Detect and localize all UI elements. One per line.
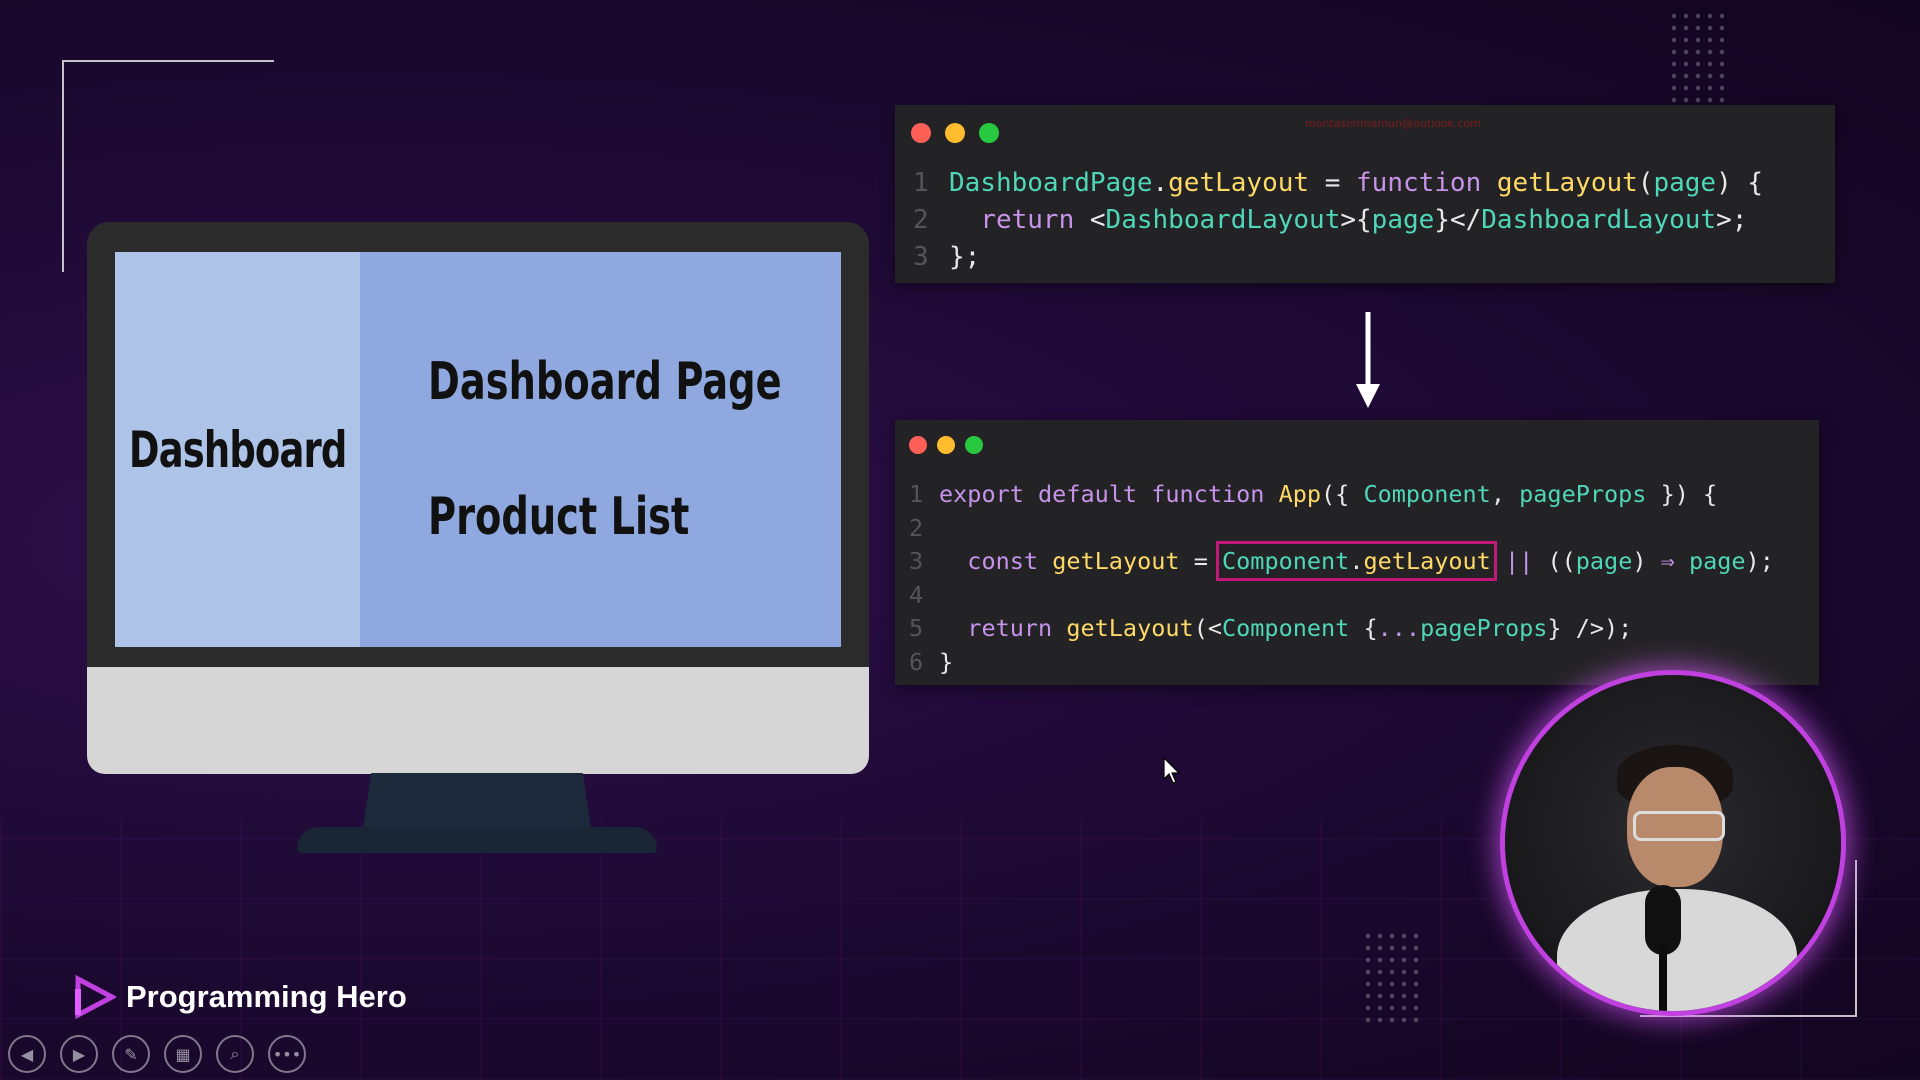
close-dot-icon xyxy=(911,123,931,143)
screen-sidebar: Dashboard xyxy=(115,252,360,647)
programming-hero-logo-icon xyxy=(75,975,116,1019)
line-number: 6 xyxy=(909,647,924,676)
previous-icon[interactable]: ◀ xyxy=(8,1035,46,1073)
presenter-glasses xyxy=(1633,811,1725,841)
line-number: 3 xyxy=(909,547,924,575)
presenter-face xyxy=(1627,767,1723,887)
monitor-screen: Dashboard Dashboard Page Product List xyxy=(115,252,841,647)
close-dot-icon xyxy=(909,436,927,454)
zoom-icon[interactable]: ⌕ xyxy=(216,1035,254,1073)
line-number: 2 xyxy=(913,205,929,235)
next-icon[interactable]: ▶ xyxy=(60,1035,98,1073)
presentation-controls: ◀ ▶ ✎ ▦ ⌕ ••• xyxy=(8,1035,306,1073)
line-number: 1 xyxy=(909,480,924,508)
brand-name: Programming Hero xyxy=(126,979,407,1014)
window-controls xyxy=(911,123,999,143)
line-number: 4 xyxy=(909,580,924,609)
monitor-chin xyxy=(87,667,869,774)
pen-icon[interactable]: ✎ xyxy=(112,1035,150,1073)
monitor-stand xyxy=(362,773,592,835)
decorative-dots xyxy=(1668,10,1728,110)
maximize-dot-icon xyxy=(979,123,999,143)
arrow-down-icon xyxy=(1356,312,1380,408)
email-watermark: montasimmamun@outlook.com xyxy=(1305,117,1481,130)
screen-main-area: Dashboard Page Product List xyxy=(360,252,841,647)
minimize-dot-icon xyxy=(937,436,955,454)
decorative-dots xyxy=(1362,930,1422,1030)
microphone-stand xyxy=(1659,945,1667,1011)
line-number: 2 xyxy=(909,513,924,542)
mouse-cursor-icon xyxy=(1163,757,1181,784)
brand-logo-lockup: Programming Hero xyxy=(72,975,407,1019)
minimize-dot-icon xyxy=(945,123,965,143)
highlighted-expression: Component.getLayout xyxy=(1216,541,1497,581)
more-icon[interactable]: ••• xyxy=(268,1035,306,1073)
main-title: Dashboard Page xyxy=(428,352,782,412)
line-number: 1 xyxy=(913,168,929,198)
decorative-frame-top-left xyxy=(62,60,274,272)
monitor-illustration: Dashboard Dashboard Page Product List xyxy=(87,222,869,774)
monitor-stand-base xyxy=(297,827,657,853)
decorative-frame-bottom-right xyxy=(1640,860,1857,1017)
line-number: 5 xyxy=(909,614,924,642)
line-number: 3 xyxy=(913,242,929,272)
microphone-icon xyxy=(1645,885,1681,955)
slides-grid-icon[interactable]: ▦ xyxy=(164,1035,202,1073)
window-controls xyxy=(909,436,983,454)
sidebar-label: Dashboard xyxy=(128,420,347,479)
main-subtitle: Product List xyxy=(428,487,690,547)
maximize-dot-icon xyxy=(965,436,983,454)
presenter-video-avatar xyxy=(1505,675,1841,1011)
